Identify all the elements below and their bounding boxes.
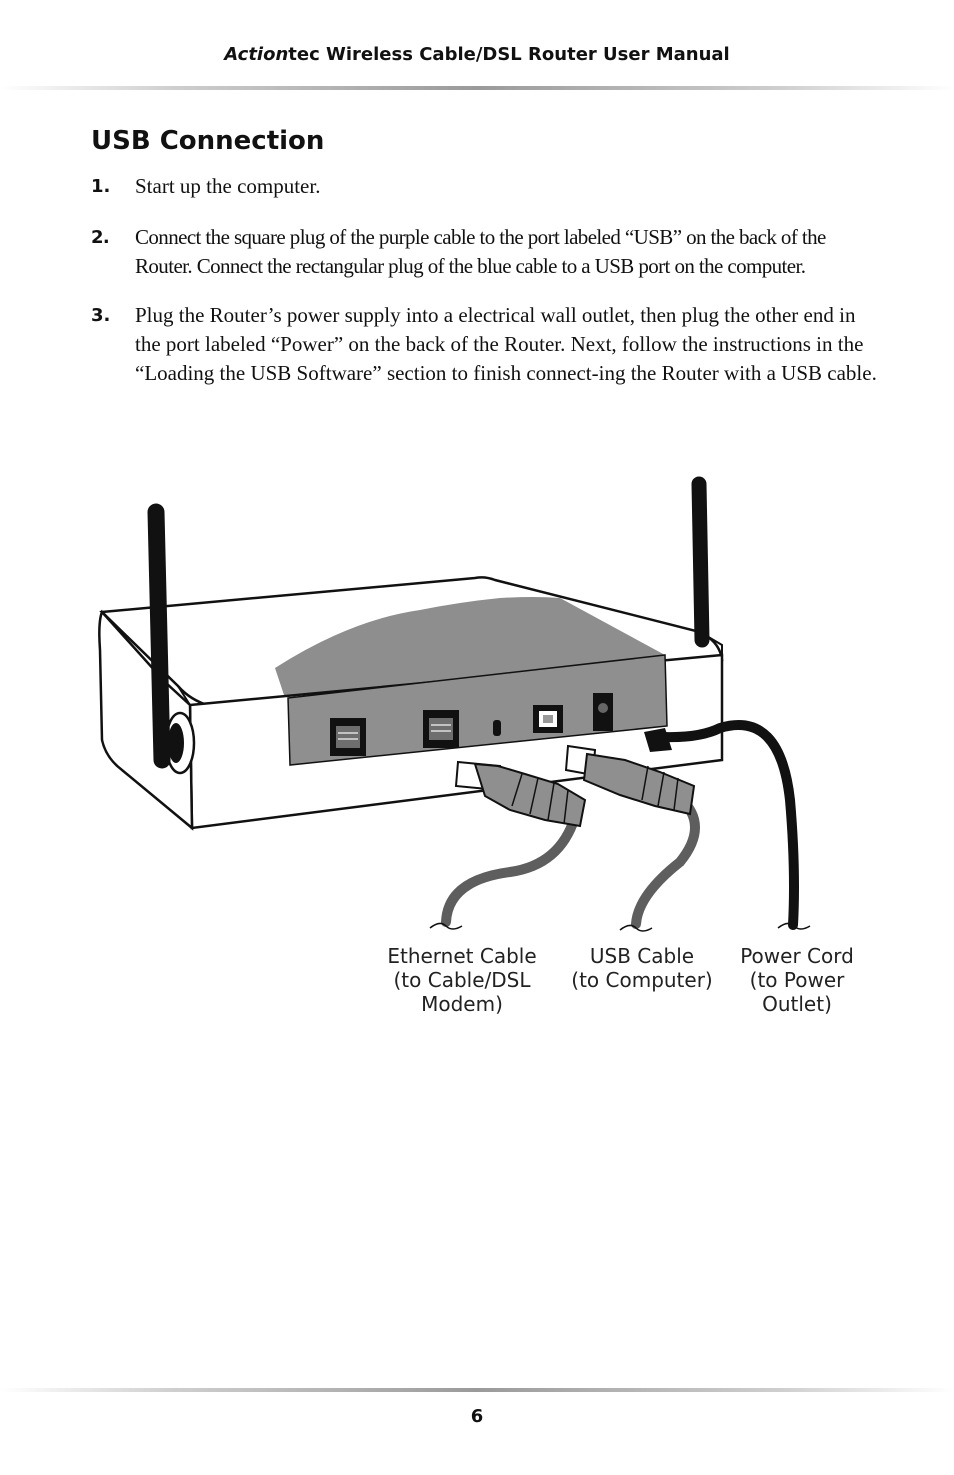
step-number: 2. bbox=[91, 227, 110, 248]
section-title: USB Connection bbox=[91, 126, 325, 156]
router-top-shade bbox=[275, 597, 665, 698]
status-led bbox=[493, 720, 501, 736]
label-line: Modem) bbox=[421, 992, 503, 1016]
label-line: Outlet) bbox=[762, 992, 832, 1016]
brand-name-italic: Action bbox=[224, 44, 289, 65]
cable-end-mark bbox=[619, 924, 653, 932]
ethernet-port-1 bbox=[330, 718, 366, 756]
router-connection-illustration bbox=[98, 476, 811, 932]
step-text: Start up the computer. bbox=[135, 174, 321, 198]
label-line: (to Power bbox=[749, 968, 845, 992]
step-number: 1. bbox=[91, 176, 111, 197]
usb-port bbox=[533, 705, 563, 733]
ethernet-cable bbox=[441, 760, 587, 927]
label-line: Ethernet Cable bbox=[387, 944, 537, 968]
label-line: (to Cable/DSL bbox=[393, 968, 531, 992]
left-antenna bbox=[147, 503, 196, 775]
router-side-panel bbox=[98, 609, 194, 831]
ethernet-port-2 bbox=[423, 710, 459, 748]
step-text: Connect the square plug of the purple ca… bbox=[135, 225, 826, 278]
step-text: Plug the Router’s power supply into a el… bbox=[135, 303, 877, 385]
header-title: tec Wireless Cable/DSL Router User Manua… bbox=[288, 44, 730, 65]
page-number: 6 bbox=[470, 1406, 484, 1427]
step-1: 1. Start up the computer. bbox=[91, 172, 881, 201]
power-cord-label: Power Cord (to Power Outlet) bbox=[730, 944, 864, 1016]
router-port-panel bbox=[287, 654, 668, 766]
footer-rule bbox=[0, 1388, 954, 1392]
step-3: 3. Plug the Router’s power supply into a… bbox=[91, 301, 881, 388]
usb-cable bbox=[564, 744, 700, 929]
cable-end-mark bbox=[429, 922, 463, 930]
running-header: Actiontec Wireless Cable/DSL Router User… bbox=[0, 44, 954, 65]
right-antenna bbox=[691, 476, 710, 648]
usb-cable-label: USB Cable (to Computer) bbox=[562, 944, 722, 992]
cable-end-mark bbox=[777, 922, 811, 930]
ethernet-cable-label: Ethernet Cable (to Cable/DSL Modem) bbox=[372, 944, 552, 1016]
header-rule bbox=[0, 86, 954, 90]
label-line: Power Cord bbox=[740, 944, 854, 968]
label-line: USB Cable bbox=[589, 944, 695, 968]
step-2: 2. Connect the square plug of the purple… bbox=[91, 223, 881, 281]
instruction-list: 1. Start up the computer. 2. Connect the… bbox=[91, 172, 881, 388]
power-cord bbox=[644, 720, 799, 930]
label-line: (to Computer) bbox=[571, 968, 713, 992]
power-jack bbox=[593, 693, 613, 731]
step-number: 3. bbox=[91, 305, 111, 326]
